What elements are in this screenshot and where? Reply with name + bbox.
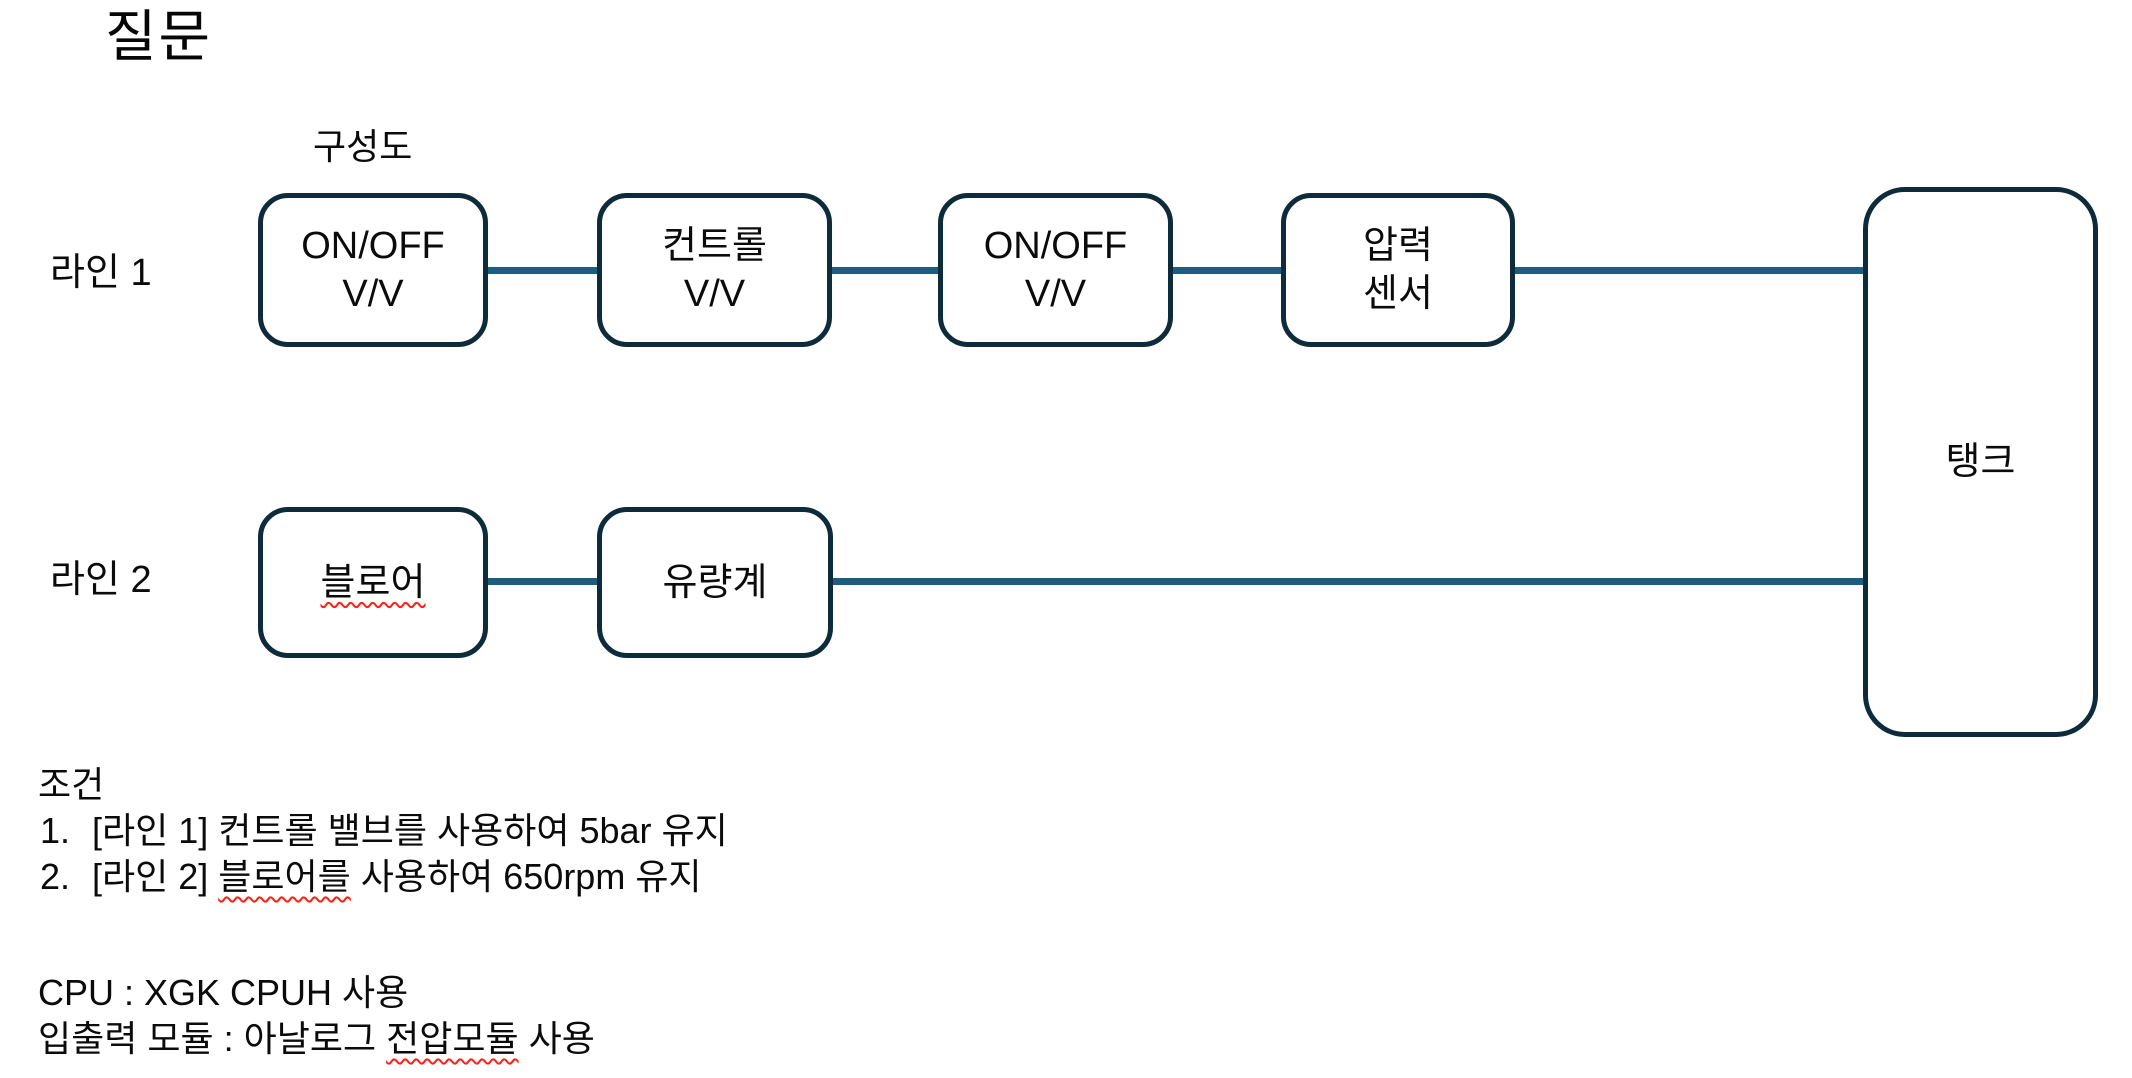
box-label: ON/OFF V/V [983,225,1128,315]
box-flow-meter: 유량계 [597,507,833,658]
connector-line1-2 [832,267,938,274]
condition-text: [라인 1] 컨트롤 밸브를 사용하여 5bar 유지 [92,810,728,851]
note-io-module: 입출력 모듈 : 아날로그 전압모듈 사용 [38,1018,595,1059]
connector-line1-1 [488,267,597,274]
box-label: 유량계 [662,561,768,604]
connector-line1-3 [1173,267,1281,274]
box-control-valve: 컨트롤 V/V [597,193,832,347]
condition-text: [라인 2] 블로어를 사용하여 650rpm 유지 [92,856,702,897]
box-label: ON/OFF V/V [301,225,445,315]
line1-label: 라인 1 [50,252,152,294]
condition-item-2: 2. [라인 2] 블로어를 사용하여 650rpm 유지 [40,856,1140,900]
connector-line2-1 [488,578,597,585]
box-blower: 블로어 [258,507,488,658]
connector-line1-to-tank [1515,267,1863,274]
box-label: 탱크 [1945,441,2016,483]
conditions-heading: 조건 [38,764,105,805]
list-number: 1. [40,810,71,851]
list-number: 2. [40,856,71,897]
diagram-title: 구성도 [313,126,413,167]
box-label: 컨트롤 V/V [662,225,767,315]
box-tank: 탱크 [1863,187,2098,737]
note-cpu: CPU : XGK CPUH 사용 [38,972,409,1013]
box-onoff-valve-1: ON/OFF V/V [258,193,488,347]
box-label: 압력 센서 [1363,225,1433,315]
line2-label: 라인 2 [50,559,152,601]
connector-line2-to-tank [833,578,1863,585]
condition-item-1: 1. [라인 1] 컨트롤 밸브를 사용하여 5bar 유지 [40,810,1140,854]
box-onoff-valve-2: ON/OFF V/V [938,193,1173,347]
box-pressure-sensor: 압력 센서 [1281,193,1515,347]
box-label: 블로어 [320,561,426,604]
page-title: 질문 [105,5,213,68]
